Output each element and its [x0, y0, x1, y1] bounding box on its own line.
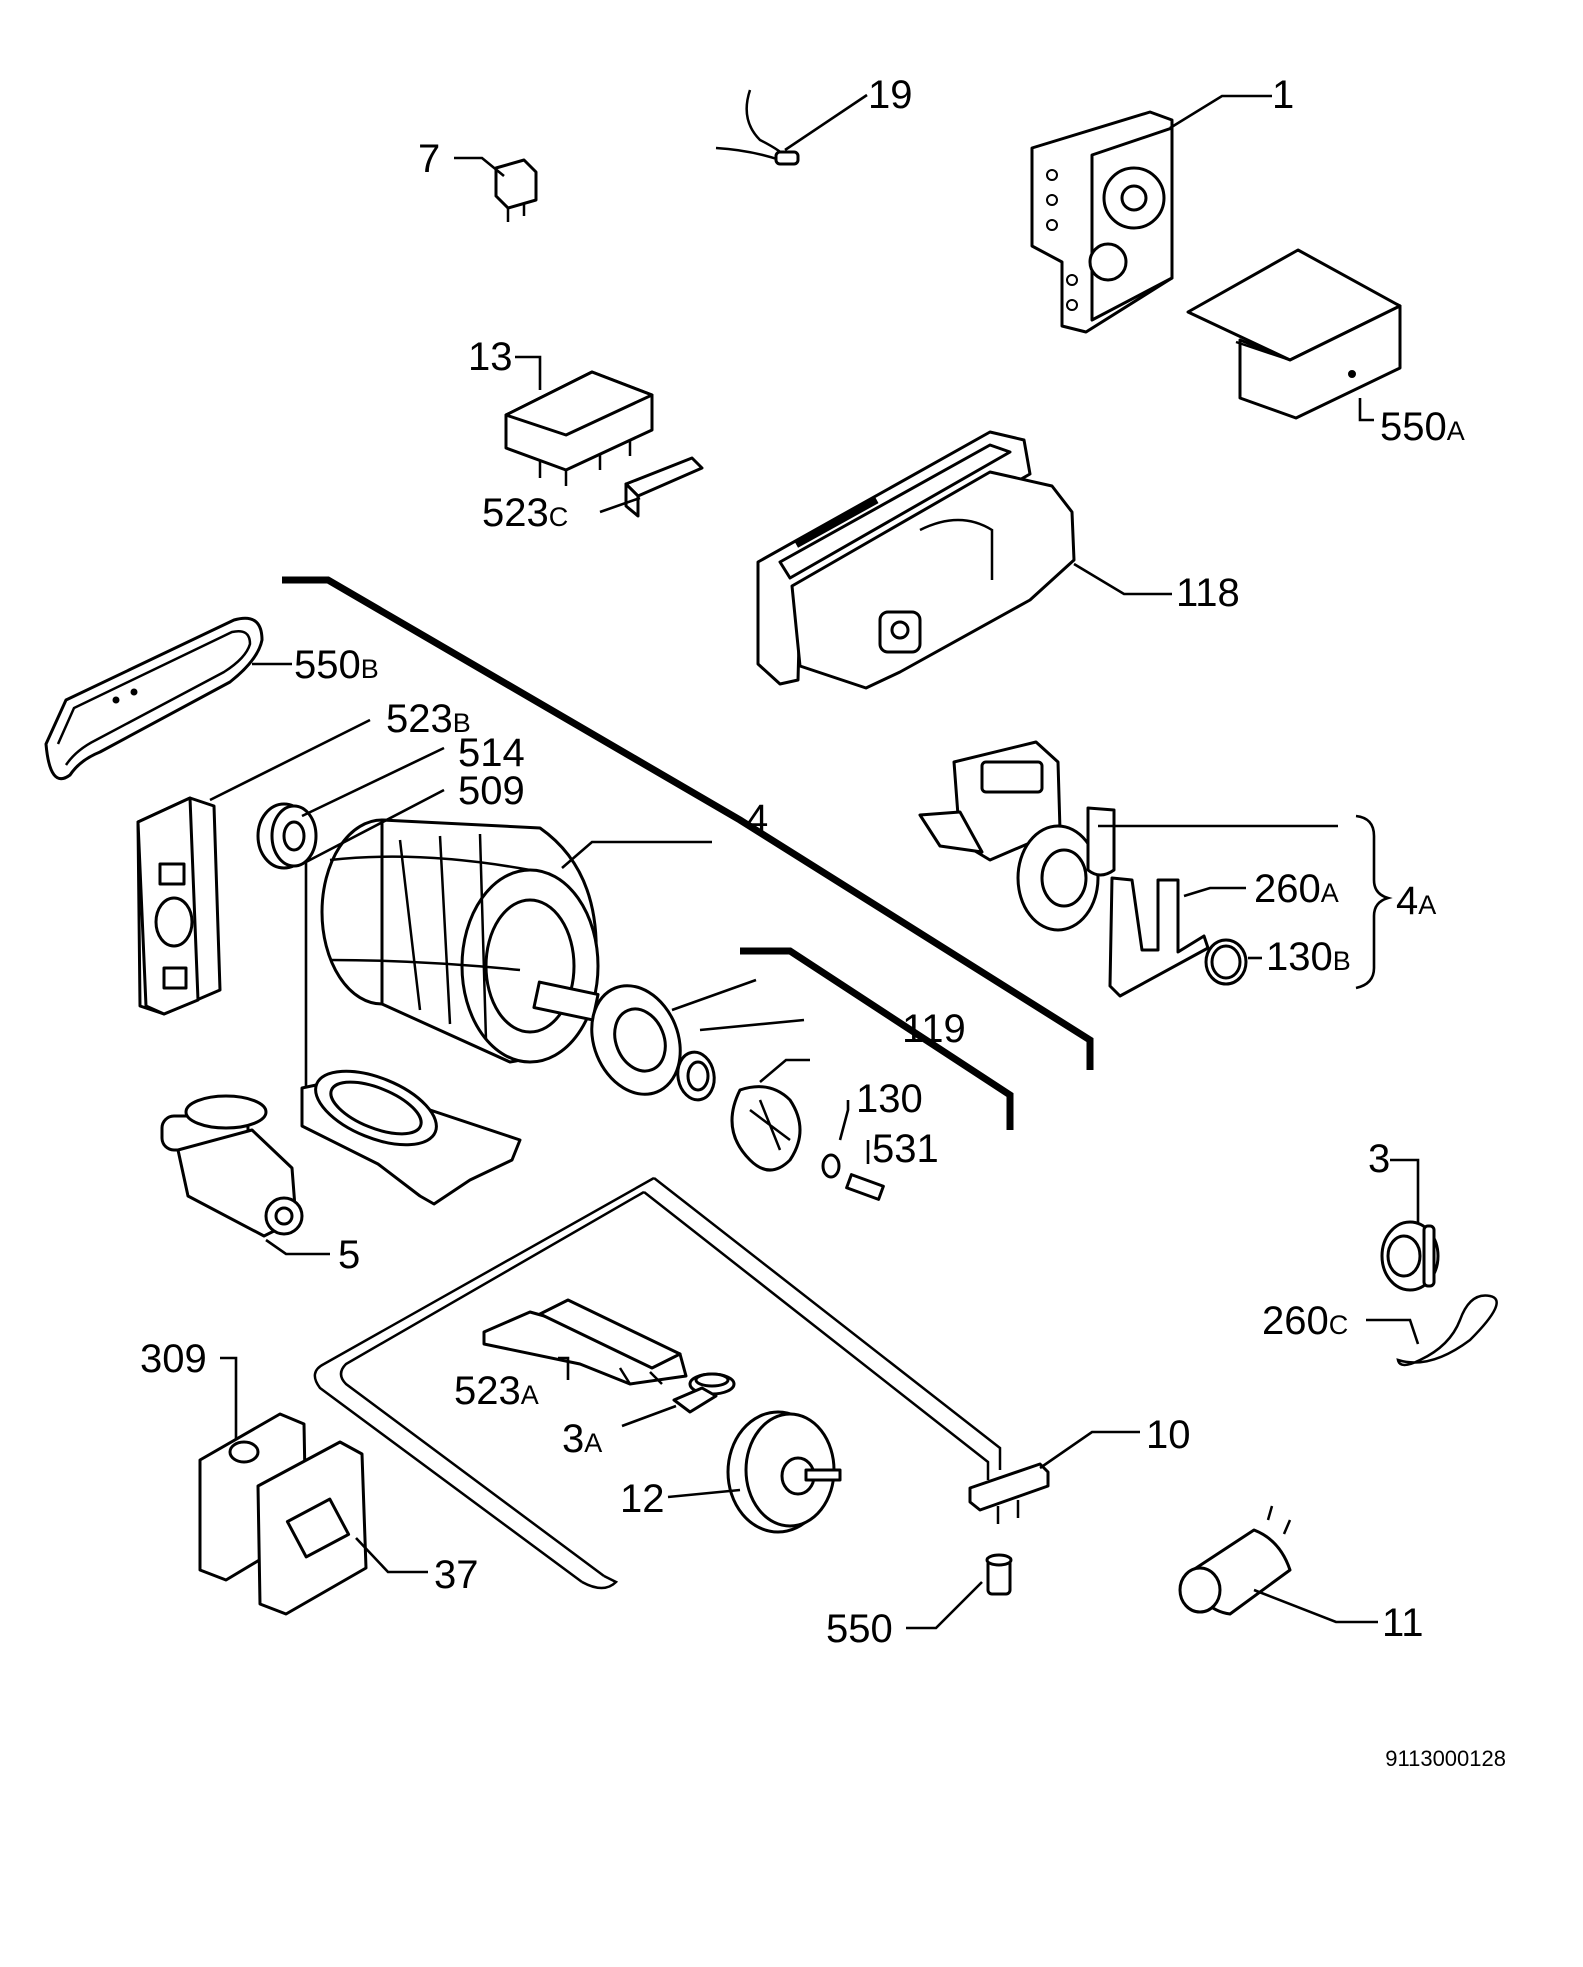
- label-1: 1: [1272, 73, 1294, 117]
- part-509-seal-plate: [300, 1069, 522, 1206]
- label-550b-number: 550: [294, 643, 361, 687]
- label-260a-suffix: A: [1321, 878, 1339, 908]
- label-4a-suffix: A: [1418, 890, 1436, 920]
- label-3a-number: 3: [562, 1417, 584, 1461]
- label-309: 309: [140, 1337, 207, 1381]
- part-260a-clip: [1108, 876, 1210, 998]
- part-260c-spring-clip: [1396, 1294, 1498, 1367]
- label-130: 130: [856, 1077, 923, 1121]
- label-523c-suffix: C: [549, 502, 569, 532]
- label-531: 531: [872, 1127, 939, 1171]
- label-130b-number: 130: [1266, 935, 1333, 979]
- part-514-bearing: [256, 802, 318, 870]
- part-3a-thermostat: [672, 1372, 736, 1414]
- part-19-sensor-wire: [715, 89, 800, 166]
- label-130b: 130B: [1266, 935, 1351, 979]
- label-514: 514: [458, 731, 525, 775]
- label-523b: 523B: [386, 697, 471, 741]
- label-509: 509: [458, 769, 525, 813]
- part-12-pressure-switch: [726, 1410, 842, 1534]
- label-523c: 523C: [482, 491, 568, 535]
- label-3a-suffix: A: [584, 1428, 602, 1458]
- label-11: 11: [1382, 1601, 1424, 1645]
- label-550a-suffix: A: [1447, 416, 1465, 446]
- label-260c-suffix: C: [1329, 1310, 1349, 1340]
- part-309-37-housings: [198, 1412, 368, 1616]
- part-7-clip: [494, 158, 538, 222]
- part-11-capacitor: [1178, 1505, 1292, 1616]
- label-4a-number: 4: [1396, 879, 1418, 923]
- label-10: 10: [1146, 1413, 1191, 1457]
- label-550: 550: [826, 1607, 893, 1651]
- label-3: 3: [1368, 1137, 1390, 1181]
- part-3-connector: [1380, 1220, 1440, 1292]
- label-550b-suffix: B: [361, 654, 379, 684]
- part-4a-drain-pump: [918, 740, 1116, 932]
- part-4-circulation-motor: [320, 818, 600, 1064]
- part-523b-plate: [136, 796, 222, 1016]
- part-13-switch-block: [504, 370, 654, 486]
- label-118: 118: [1176, 571, 1240, 615]
- brace-4a: [1355, 814, 1393, 990]
- part-5-inlet-valve: [160, 1094, 304, 1238]
- label-523a: 523A: [454, 1369, 539, 1413]
- part-10-heating-element: [313, 1176, 1050, 1590]
- label-13: 13: [468, 335, 513, 379]
- label-523b-suffix: B: [453, 708, 471, 738]
- label-523a-suffix: A: [521, 1380, 539, 1410]
- part-impeller-and-screw: [730, 1085, 885, 1201]
- label-550a-number: 550: [1380, 405, 1447, 449]
- label-523c-number: 523: [482, 491, 549, 535]
- part-550-grommet: [985, 1553, 1013, 1596]
- leader-lines: [209, 93, 1420, 1630]
- part-550b-gasket: [44, 616, 264, 781]
- label-5: 5: [338, 1233, 360, 1277]
- label-119: 119: [902, 1007, 966, 1051]
- label-12: 12: [620, 1477, 665, 1521]
- label-523a-number: 523: [454, 1369, 521, 1413]
- label-37: 37: [434, 1553, 479, 1597]
- label-4: 4: [746, 797, 768, 841]
- part-1-programmer: [1030, 110, 1174, 334]
- label-550a: 550A: [1380, 405, 1465, 449]
- label-260a: 260A: [1254, 867, 1339, 911]
- label-3a: 3A: [562, 1417, 602, 1461]
- label-19: 19: [868, 73, 913, 117]
- part-119-pump-housing: [590, 984, 716, 1102]
- part-130b-oring: [1204, 938, 1248, 986]
- part-labels: 1 19 7 13 550A 523C 118 550B 523B 514 50…: [140, 73, 1465, 1651]
- part-523a-bracket: [482, 1298, 688, 1386]
- label-260a-number: 260: [1254, 867, 1321, 911]
- label-550b: 550B: [294, 643, 379, 687]
- label-7: 7: [418, 137, 440, 181]
- drawing-number: 9113000128: [1385, 1746, 1506, 1771]
- label-523b-number: 523: [386, 697, 453, 741]
- part-523c-bracket: [624, 456, 704, 518]
- label-130b-suffix: B: [1333, 946, 1351, 976]
- label-260c-number: 260: [1262, 1299, 1329, 1343]
- label-4a: 4A: [1396, 879, 1436, 923]
- part-118-dispenser: [756, 430, 1076, 690]
- label-260c: 260C: [1262, 1299, 1348, 1343]
- assembly-lines: [282, 576, 1094, 1130]
- part-550a-cover-box: [1186, 248, 1402, 420]
